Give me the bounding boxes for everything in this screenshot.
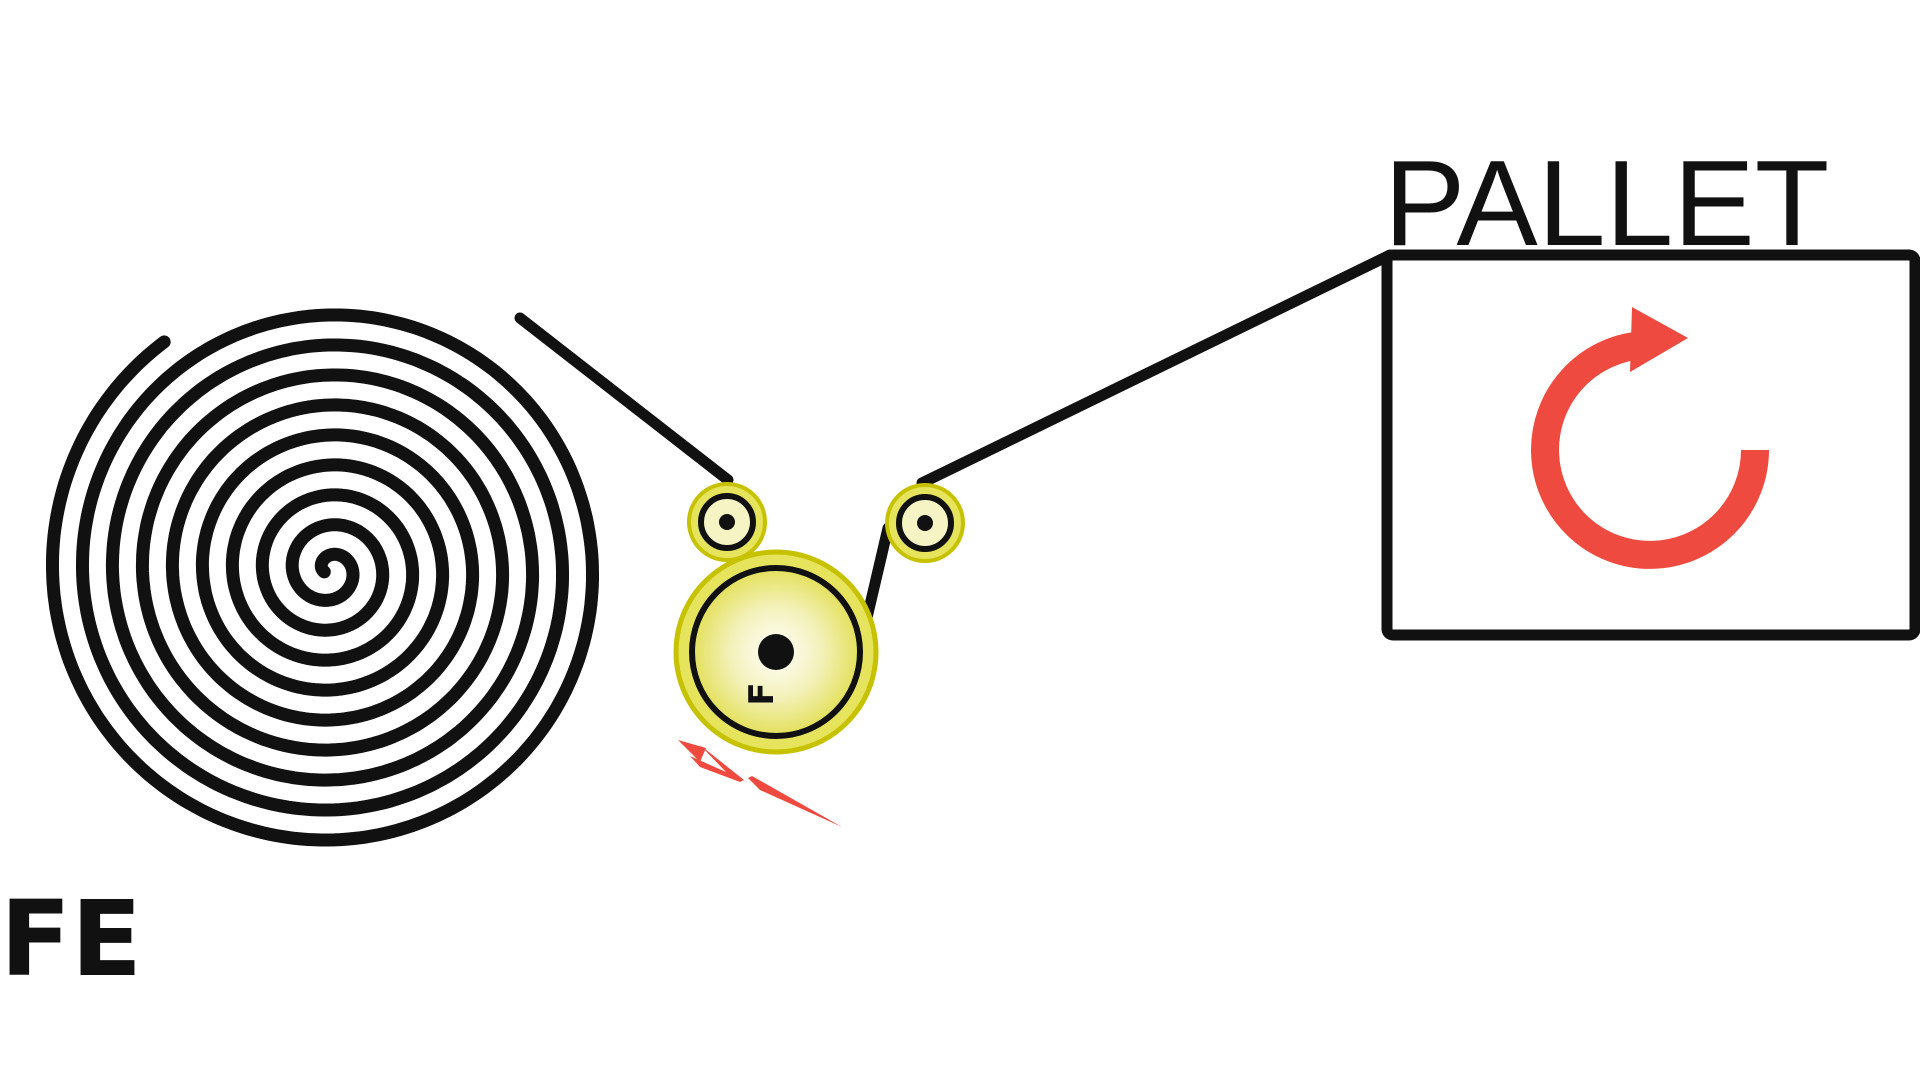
pallet-box — [1381, 249, 1920, 641]
film-roll-label: FE — [0, 878, 142, 1000]
rotate-clockwise-icon — [1531, 307, 1769, 569]
pallet-label: PALLET — [1384, 135, 1829, 271]
film-line-roller-to-idler — [860, 522, 894, 628]
film-line-roll-to-idler — [514, 312, 734, 486]
idler-roller-left — [687, 482, 767, 562]
lightning-bolt-icon — [678, 740, 842, 827]
film-spiral-path — [46, 308, 599, 847]
film-roll-spiral — [46, 308, 599, 847]
idler-roller-right — [885, 483, 965, 563]
film-line-idler-to-pallet — [916, 249, 1396, 489]
prestretch-roller: F — [673, 549, 879, 755]
roller-mark-label: F — [742, 682, 782, 705]
